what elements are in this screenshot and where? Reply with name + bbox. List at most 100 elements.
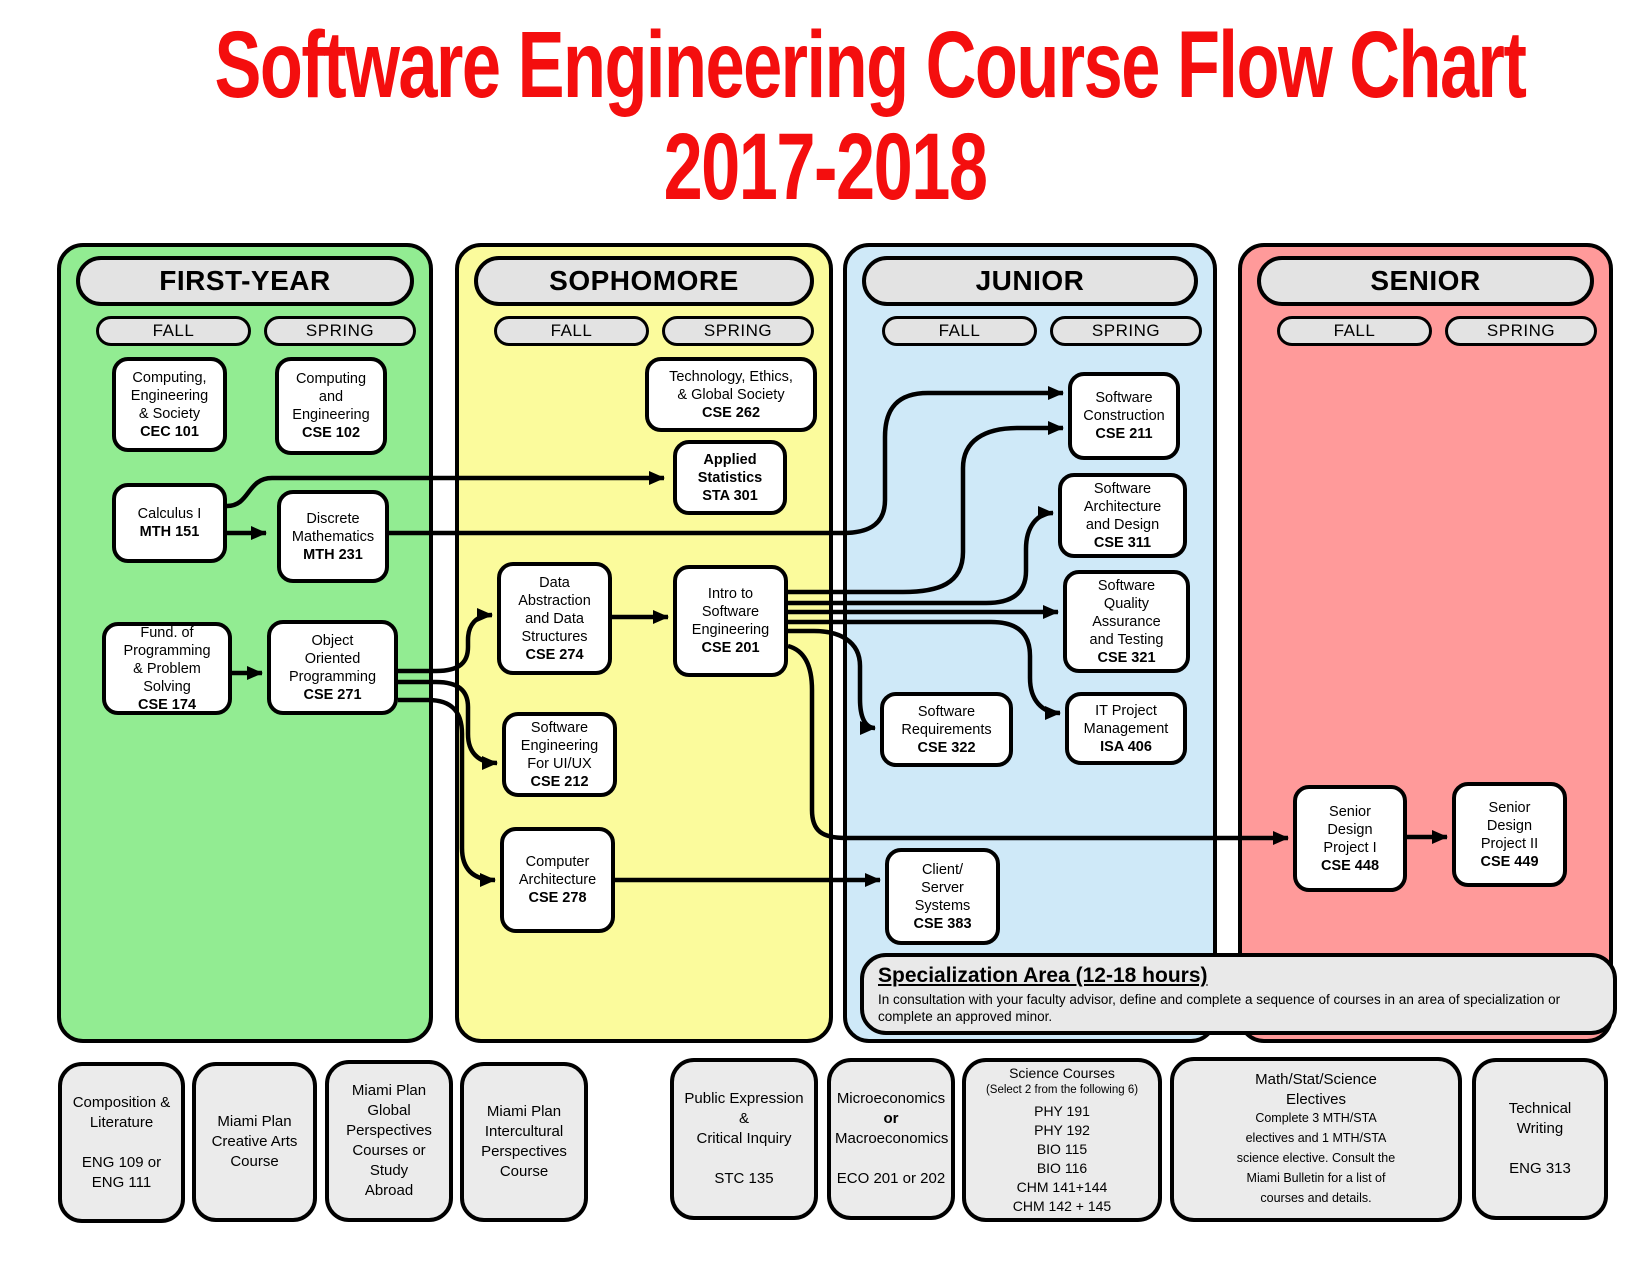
course-title-line: Client/ xyxy=(921,861,964,878)
specialization-title: Specialization Area (12-18 hours) xyxy=(878,964,1208,987)
course-title-line: and Data xyxy=(525,610,584,627)
course-code: CSE 271 xyxy=(303,686,362,703)
course-code: CSE 278 xyxy=(528,890,587,906)
requirement-line: Course xyxy=(499,1163,549,1180)
course-code: CSE 212 xyxy=(530,773,589,790)
requirement-line: electives and 1 MTH/STA xyxy=(1245,1130,1387,1145)
requirement-line xyxy=(678,1149,810,1169)
requirement-line: Courses or Study xyxy=(352,1142,426,1179)
course-title-line: Fund. of xyxy=(140,624,194,641)
course-title-line: Design xyxy=(1486,817,1533,834)
course-title-line: and Testing xyxy=(1089,631,1164,648)
season-pill-fall-junior: FALL xyxy=(882,316,1037,346)
course-title-line: Programming xyxy=(123,642,211,659)
requirement-line: CHM 142 + 145 xyxy=(1012,1198,1112,1214)
course-title-line: Engineering xyxy=(520,737,599,754)
course-title-line: Mathematics xyxy=(291,528,375,545)
course-title-line: Software xyxy=(701,604,760,620)
requirement-line: BIO 115 xyxy=(1036,1141,1088,1157)
column-header-first-year: FIRST-YEAR xyxy=(76,256,414,306)
course-code: CSE 321 xyxy=(1097,649,1156,666)
course-title-line: Engineering xyxy=(130,387,209,404)
season-pill-spring-junior: SPRING xyxy=(1050,316,1202,346)
course-code: STA 301 xyxy=(702,487,758,504)
requirement-line: ENG 109 or xyxy=(81,1153,162,1171)
requirement-science-courses: Science Courses(Select 2 from the follow… xyxy=(962,1058,1162,1222)
course-title-line: Architecture xyxy=(1083,498,1162,515)
course-title-line: Intro to xyxy=(707,586,754,602)
requirement-line: Composition & xyxy=(72,1093,171,1111)
requirement-line: BIO 116 xyxy=(1036,1160,1088,1176)
requirement-line: Science Courses xyxy=(1009,1065,1115,1081)
requirement-line xyxy=(1480,1139,1600,1159)
course-title-line: Software xyxy=(917,703,976,720)
course-title-line: Calculus I xyxy=(137,506,202,522)
course-code: CSE 274 xyxy=(525,646,584,663)
requirement-line: Literature xyxy=(89,1113,154,1131)
season-pill-spring-sophomore: SPRING xyxy=(662,316,814,346)
requirement-line: Global xyxy=(367,1102,411,1119)
column-header-senior: SENIOR xyxy=(1257,256,1594,306)
requirement-line xyxy=(66,1133,177,1153)
requirement-line: Perspectives xyxy=(481,1143,567,1160)
course-title-line: Statistics xyxy=(697,469,763,486)
course-title-line: Construction xyxy=(1083,408,1165,424)
course-title-line: Management xyxy=(1083,720,1169,737)
requirement-line: Writing xyxy=(1516,1120,1564,1137)
requirement-line: Complete 3 MTH/STA xyxy=(1255,1110,1377,1125)
requirement-line: PHY 192 xyxy=(1034,1122,1090,1138)
course-code: CSE 449 xyxy=(1480,853,1539,870)
course-title-line: Abstraction xyxy=(518,592,591,609)
requirement-line: Intercultural xyxy=(484,1123,564,1140)
course-code: CSE 201 xyxy=(701,640,760,656)
course-title-line: Oriented xyxy=(304,650,361,667)
column-header-junior: JUNIOR xyxy=(862,256,1198,306)
course-title-line: Software xyxy=(1095,390,1153,406)
course-title-line: Software xyxy=(1097,577,1156,594)
requirement-line: PHY 191 xyxy=(1034,1103,1090,1119)
course-title-line: Software xyxy=(530,719,589,736)
course-title-line: Data xyxy=(539,574,570,591)
course-title-line: Discrete xyxy=(306,510,360,527)
page-title-line1: Software Engineering Course Flow Chart xyxy=(214,12,1527,118)
course-title-line: IT Project xyxy=(1095,702,1157,719)
course-title-line: and Design xyxy=(1085,516,1160,533)
requirement-line: Perspectives xyxy=(346,1122,432,1139)
course-code: CSE 383 xyxy=(913,915,972,932)
course-title-line: Server xyxy=(921,879,964,896)
course-code: CSE 211 xyxy=(1095,426,1153,442)
requirement-line: Technical xyxy=(1508,1100,1572,1117)
course-title-line: Programming xyxy=(288,668,377,685)
requirement-line: ENG 313 xyxy=(1509,1160,1571,1177)
requirement-line: Miami Bulletin for a list of xyxy=(1246,1170,1386,1185)
course-title-line: and xyxy=(318,389,344,405)
course-title-line: Object xyxy=(311,632,354,649)
course-title-line: Architecture xyxy=(518,872,597,888)
season-pill-fall-senior: FALL xyxy=(1277,316,1432,346)
course-title-line: Project II xyxy=(1480,835,1539,852)
specialization-body: In consultation with your faculty adviso… xyxy=(878,992,1561,1024)
requirement-line: STC 135 xyxy=(714,1170,774,1187)
course-code: CEC 101 xyxy=(140,423,199,440)
course-title-line: Technology, Ethics, xyxy=(669,368,793,385)
course-title-line: Computing, xyxy=(132,369,207,386)
requirement-line: science elective. Consult the xyxy=(1236,1150,1396,1165)
